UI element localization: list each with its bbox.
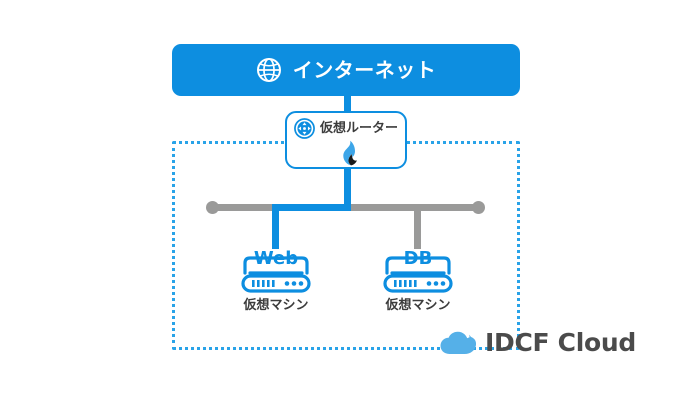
network-bus-active-segment (272, 204, 351, 211)
idcf-cloud-wordmark: IDCF Cloud (485, 327, 636, 357)
virtual-machine-tag-web: Web (254, 248, 298, 269)
virtual-machine-web[interactable]: Web 仮想マシン (221, 246, 331, 312)
virtual-router-node[interactable]: 仮想ルーター (285, 111, 407, 169)
idcf-cloud-logo: IDCF Cloud (440, 327, 636, 357)
bus-endpoint-right (472, 201, 485, 214)
bus-endpoint-left (206, 201, 219, 214)
connector-bus-to-db-vm (414, 204, 421, 249)
server-icon: Web (241, 248, 311, 293)
virtual-machine-db[interactable]: DB 仮想マシン (363, 246, 473, 312)
internet-banner: インターネット (172, 44, 520, 96)
virtual-router-header: 仮想ルーター (294, 118, 398, 139)
cloud-mark-icon (440, 331, 477, 354)
virtual-machine-tag-db: DB (404, 248, 433, 269)
connector-router-to-bus (344, 166, 351, 210)
virtual-machine-web-caption: 仮想マシン (243, 298, 309, 313)
virtual-router-label: 仮想ルーター (320, 121, 399, 136)
virtual-machine-db-caption: 仮想マシン (385, 298, 451, 313)
internet-label: インターネット (292, 58, 437, 82)
connector-internet-to-router (344, 92, 351, 120)
flame-icon (343, 140, 357, 166)
connector-bus-to-web-vm (272, 204, 279, 249)
server-icon: DB (383, 248, 453, 293)
router-icon (294, 118, 315, 139)
globe-icon (256, 58, 281, 82)
